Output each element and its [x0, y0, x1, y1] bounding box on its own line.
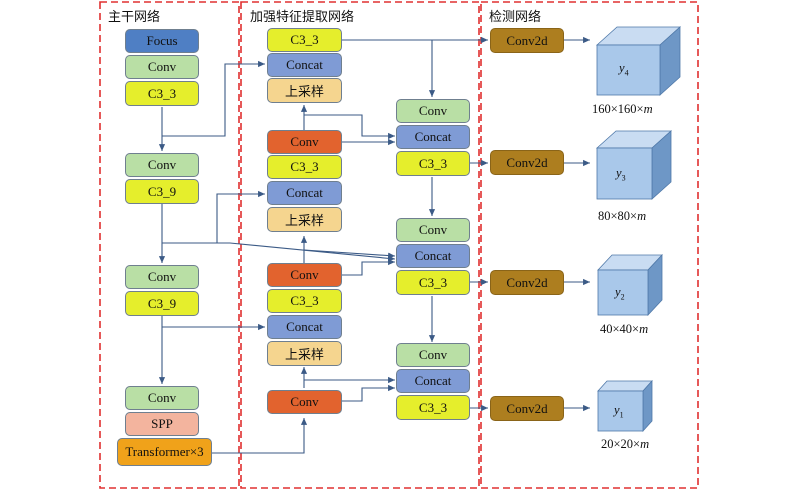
y4-dimensions: 160×160×m — [592, 102, 653, 117]
arrow-b4conv-to-r3-concat — [342, 384, 395, 402]
arrow-p3-to-top-concat — [162, 60, 265, 137]
backbone-c3-9-b: C3_9 — [125, 291, 199, 316]
backbone-c3-9-a: C3_9 — [125, 179, 199, 204]
y1-label: y1 — [614, 403, 624, 420]
backbone-conv-4: Conv — [125, 386, 199, 410]
section-frames — [99, 1, 699, 489]
y4-letter: y — [619, 61, 625, 75]
neck-frame — [240, 1, 480, 489]
neck-b4-conv: Conv — [267, 390, 342, 414]
neck-r3-c3: C3_3 — [396, 395, 470, 420]
focus-block: Focus — [125, 29, 199, 53]
neck-top-upsample: 上采样 — [267, 78, 342, 103]
backbone-frame — [99, 1, 240, 489]
spp-block: SPP — [125, 412, 199, 436]
conv2d-y4: Conv2d — [490, 28, 564, 53]
y1-subscript: 1 — [619, 410, 624, 420]
conv2d-y2: Conv2d — [490, 270, 564, 295]
y2-letter: y — [615, 285, 621, 299]
neck-r3-concat: Concat — [396, 369, 470, 393]
y4-size: 160×160× — [592, 102, 644, 116]
y4-label: y4 — [619, 61, 629, 78]
y2-label: y2 — [615, 285, 625, 302]
neck-b2-c3: C3_3 — [267, 155, 342, 179]
cube-front — [596, 147, 653, 200]
y3-size: 80×80× — [598, 209, 638, 223]
neck-b2-conv: Conv — [267, 130, 342, 154]
neck-top-c3: C3_3 — [267, 28, 342, 52]
neck-r2-conv: Conv — [396, 218, 470, 242]
conv2d-y1: Conv2d — [490, 396, 564, 421]
backbone-conv-2: Conv — [125, 153, 199, 177]
y3-subscript: 3 — [621, 173, 626, 183]
y3-letter: y — [616, 166, 622, 180]
y1-size: 20×20× — [601, 437, 641, 451]
y2-size: 40×40× — [600, 322, 640, 336]
neck-b2-upsample: 上采样 — [267, 207, 342, 232]
neck-b3-concat: Concat — [267, 315, 342, 339]
neck-title: 加强特征提取网络 — [250, 9, 355, 24]
neck-r1-c3: C3_3 — [396, 151, 470, 176]
output-cube-y1 — [597, 379, 653, 433]
head-title: 检测网络 — [489, 9, 542, 24]
y1-letter: y — [614, 403, 620, 417]
arrows — [158, 36, 590, 454]
y3-channels: m — [637, 209, 647, 223]
arrow-transformer-to-b4-conv — [212, 418, 308, 454]
y4-subscript: 4 — [624, 68, 629, 78]
arrow-b3conv-to-r2-concat — [342, 258, 395, 276]
neck-r3-conv: Conv — [396, 343, 470, 367]
output-cube-y2 — [597, 253, 663, 317]
y4-channels: m — [643, 102, 653, 116]
arrow-feed-r2-concat — [303, 249, 396, 259]
backbone-c3-3: C3_3 — [125, 81, 199, 106]
backbone-conv-1: Conv — [125, 55, 199, 79]
cube-front — [597, 269, 649, 316]
neck-b3-upsample: 上采样 — [267, 341, 342, 366]
y3-dimensions: 80×80×m — [598, 209, 646, 224]
y2-dimensions: 40×40×m — [600, 322, 648, 337]
neck-r2-concat: Concat — [396, 244, 470, 268]
cube-front — [596, 44, 661, 96]
neck-r1-concat: Concat — [396, 125, 470, 149]
output-cube-y4 — [595, 26, 682, 96]
conv2d-y3: Conv2d — [490, 150, 564, 175]
neck-b2-concat: Concat — [267, 181, 342, 205]
cube-front — [597, 390, 644, 432]
y3-label: y3 — [616, 166, 626, 183]
neck-b3-conv: Conv — [267, 263, 342, 287]
y1-channels: m — [640, 437, 650, 451]
y2-subscript: 2 — [620, 292, 625, 302]
neck-top-concat: Concat — [267, 53, 342, 77]
arrow-feed-r1-concat — [304, 114, 395, 140]
arrow-feed2-r2-concat — [162, 242, 396, 262]
neck-r1-conv: Conv — [396, 99, 470, 123]
transformer-block: Transformer×3 — [117, 438, 212, 466]
y1-dimensions: 20×20×m — [601, 437, 649, 452]
backbone-conv-3: Conv — [125, 265, 199, 289]
neck-r2-c3: C3_3 — [396, 270, 470, 295]
neck-b3-c3: C3_3 — [267, 289, 342, 313]
y2-channels: m — [639, 322, 649, 336]
output-cube-y3 — [595, 130, 673, 200]
backbone-title: 主干网络 — [108, 9, 161, 24]
